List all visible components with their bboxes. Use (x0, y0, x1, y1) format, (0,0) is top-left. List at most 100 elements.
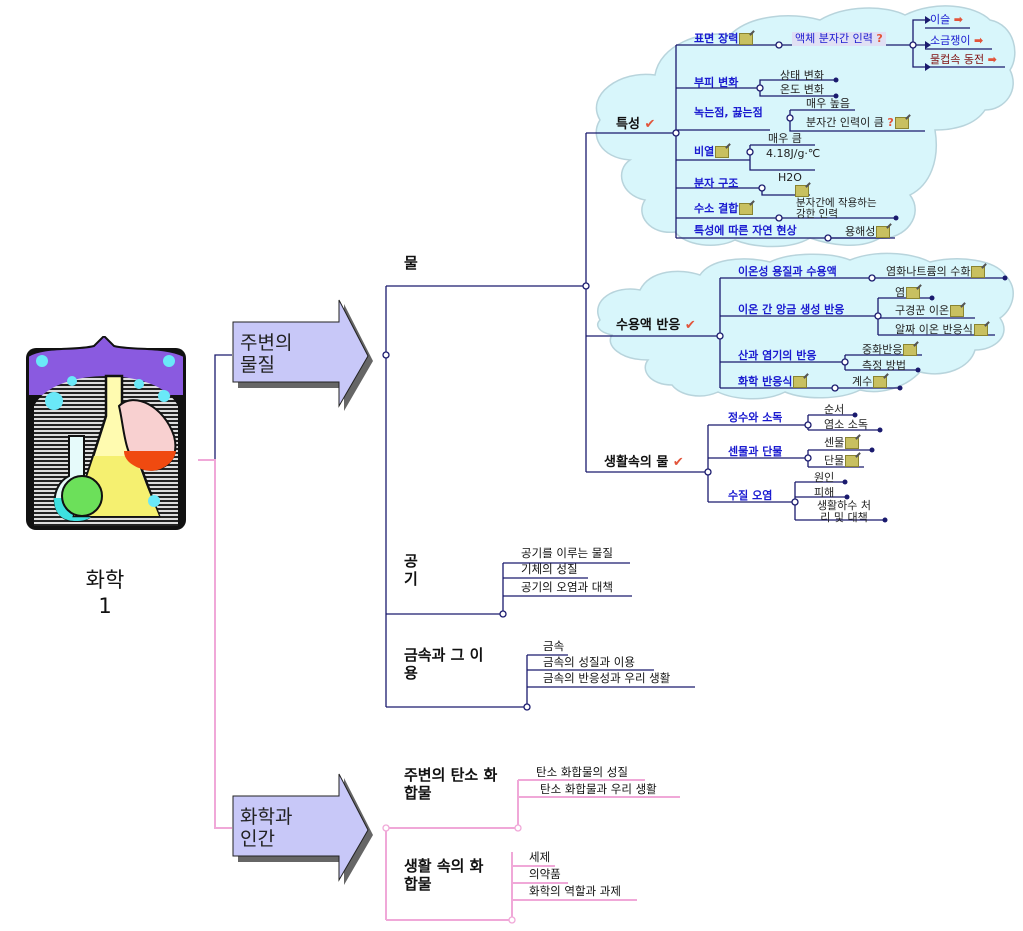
topic-label: 수용액 반응 (616, 318, 681, 333)
topic-label: 생활속의 물 (604, 455, 669, 470)
leaf-item[interactable]: 용해성 (845, 225, 891, 238)
leaf-item[interactable]: 원인 (814, 471, 835, 484)
leaf-item[interactable]: 탄소 화합물의 성질 (536, 765, 628, 779)
leaf-item[interactable]: 생활하수 처리 및 대책 (816, 499, 872, 524)
subtopic-label: 수소 결합 (694, 202, 739, 215)
question-mark-icon: ? (876, 32, 883, 45)
branch-chemistry-and-humans[interactable]: 화학과 인간 (240, 806, 292, 850)
note-icon (894, 117, 909, 129)
leaf-label: 중화반응 (862, 343, 903, 356)
leaf-item[interactable]: 온도 변화 (780, 83, 824, 96)
check-mark-icon: ✔ (684, 318, 696, 333)
subtopic-chemical-equation[interactable]: 화학 반응식 (738, 376, 808, 388)
subtopic-natural-phenomena[interactable]: 특성에 따른 자연 현상 (694, 224, 797, 237)
leaf-label: 단물 (824, 454, 845, 467)
check-mark-icon: ✔ (644, 117, 656, 132)
connector-nodes (382, 41, 917, 711)
subtopic-molecular-structure[interactable]: 분자 구조 (694, 177, 739, 190)
central-topic[interactable]: 화학 1 (70, 567, 140, 619)
example-item[interactable]: 이슬 ➡ (930, 14, 963, 26)
topic-water[interactable]: 물 (404, 254, 418, 272)
leaf-label: 알짜 이온 반응식 (895, 323, 973, 336)
topic-solution-reaction[interactable]: 수용액 반응 ✔ (616, 318, 696, 333)
branch-label-line2: 인간 (240, 828, 275, 850)
leaf-item[interactable]: 금속의 반응성과 우리 생활 (543, 671, 671, 685)
leaf-item[interactable]: 알짜 이온 반응식 (895, 324, 988, 336)
leaf-item[interactable]: 염화나트륨의 수화 (886, 265, 986, 278)
example-item[interactable]: 소금쟁이 ➡ (930, 35, 983, 47)
leaf-item[interactable]: 중화반응 (862, 343, 918, 356)
leaf-item[interactable]: 의약품 (529, 867, 561, 881)
note-icon (795, 184, 809, 197)
leaf-item[interactable]: 매우 높음 (806, 97, 850, 110)
subtopic-volume-change[interactable]: 부피 변화 (694, 76, 739, 89)
note-icon (971, 266, 986, 278)
leaf-item[interactable]: 상태 변화 (780, 69, 824, 82)
topic-metal[interactable]: 금속과 그 이용 (404, 646, 484, 682)
leaf-item[interactable]: 염 (895, 287, 921, 299)
note-icon (903, 344, 918, 356)
leaf-item[interactable]: 탄소 화합물과 우리 생활 (540, 782, 657, 796)
leaf-item[interactable]: 피해 (814, 486, 835, 499)
branch-label-line2: 물질 (240, 354, 275, 376)
subtopic-precipitation[interactable]: 이온 간 앙금 생성 반응 (738, 303, 845, 316)
leaf-item[interactable]: H2O (778, 171, 802, 184)
note-icon (739, 203, 754, 215)
leaf-item[interactable]: 단물 (824, 454, 860, 467)
subtopic-purification[interactable]: 정수와 소독 (728, 411, 783, 424)
leaf-item[interactable]: 구경꾼 이온 (895, 305, 965, 317)
example-label: 이슬 (930, 13, 951, 26)
leaf-item[interactable]: 화학의 역할과 과제 (529, 884, 621, 898)
leaf-item[interactable]: 4.18J/g·℃ (766, 147, 821, 160)
subtopic-acid-base[interactable]: 산과 염기의 반응 (738, 349, 817, 362)
leaf-item[interactable]: 측정 방법 (862, 359, 906, 372)
subtopic-hard-soft-water[interactable]: 센물과 단물 (728, 445, 783, 458)
leaf-item[interactable]: 금속 (543, 639, 565, 653)
leaf-item[interactable]: 계수 (852, 375, 888, 388)
note-icon (973, 324, 988, 336)
topic-air[interactable]: 공기 (404, 552, 418, 588)
leaf-item[interactable]: 센물 (824, 437, 860, 449)
leaf-item[interactable]: 분자간 인력이 큼 ? (806, 117, 909, 129)
branch-label-line1: 주변의 (240, 332, 293, 354)
note-icon (845, 455, 860, 467)
leaf-item[interactable]: 분자간에 작용하는 강한 인력 (796, 197, 877, 220)
leaf-item[interactable]: 순서 (824, 403, 845, 416)
note-icon (793, 376, 808, 388)
branch-surrounding-matter[interactable]: 주변의 물질 (240, 332, 292, 376)
subtopic-melting-boiling-point[interactable]: 녹는점, 끓는점 (694, 106, 763, 119)
subtopic-specific-heat[interactable]: 비열 (694, 146, 730, 158)
central-topic-line1: 화학 (85, 568, 125, 592)
leaf-item[interactable]: 매우 큼 (768, 132, 802, 145)
example-arrowheads (925, 16, 931, 71)
leaf-item[interactable]: 공기의 오염과 대책 (521, 580, 613, 594)
note-icon (906, 287, 921, 299)
note-icon (715, 146, 730, 158)
pink-connectors (198, 459, 680, 921)
subtopic-water-pollution[interactable]: 수질 오염 (728, 489, 773, 502)
arrow-shape-surrounding-matter (232, 299, 373, 411)
leaf-item[interactable]: 세제 (529, 850, 551, 864)
branch-label-line1: 화학과 (240, 806, 293, 828)
leaf-label: 계수 (852, 375, 873, 388)
leaf-item[interactable]: 염소 소독 (824, 418, 868, 431)
subtopic-hydrogen-bond[interactable]: 수소 결합 (694, 202, 754, 215)
leaf-item[interactable]: 공기를 이루는 물질 (521, 546, 613, 560)
topic-water-in-life[interactable]: 생활속의 물 ✔ (604, 455, 684, 470)
leaf-item[interactable]: 기체의 성질 (521, 562, 578, 576)
topic-properties[interactable]: 특성 ✔ (616, 117, 656, 132)
leaf-label: 염화나트륨의 수화 (886, 265, 971, 278)
subtopic-ionic-solute[interactable]: 이온성 용질과 수용액 (738, 265, 837, 278)
leaf-item[interactable]: 금속의 성질과 이용 (543, 655, 635, 669)
check-mark-icon: ✔ (672, 455, 684, 470)
subtopic-surface-tension[interactable]: 표면 장력 (694, 33, 754, 45)
leaf-label: 분자간 인력이 큼 (806, 116, 884, 129)
example-item[interactable]: 물컵속 동전 ➡ (930, 54, 997, 66)
topic-carbon-compounds[interactable]: 주변의 탄소 화합물 (404, 766, 498, 802)
leaf-label: 용해성 (845, 225, 876, 238)
right-arrow-icon: ➡ (953, 13, 963, 26)
surface-tension-detail[interactable]: 액체 분자간 인력 ? (792, 32, 886, 46)
topic-daily-compounds[interactable]: 생활 속의 화합물 (404, 857, 484, 893)
right-arrow-icon: ➡ (987, 53, 997, 66)
